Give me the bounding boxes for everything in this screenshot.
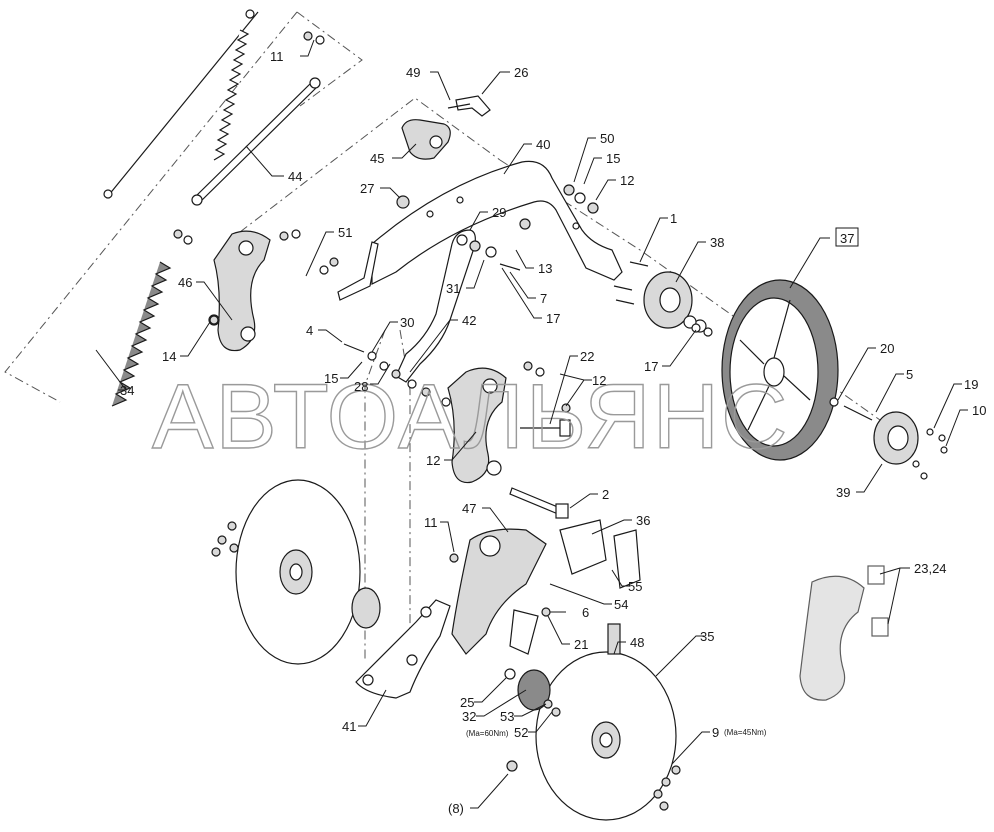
callout-6: 6: [582, 605, 589, 620]
bracket-46: [208, 230, 271, 352]
callout-19: 19: [964, 377, 978, 392]
callout-47: 47: [462, 501, 476, 516]
callout-31: 31: [446, 281, 460, 296]
callout-21: 21: [574, 637, 588, 652]
callout-30: 30: [400, 315, 414, 330]
callout-39: 39: [836, 485, 850, 500]
callout-42: 42: [462, 313, 476, 328]
callout-22: 22: [580, 349, 594, 364]
wheel-37: [721, 279, 839, 461]
callout-8: (8): [448, 801, 464, 816]
callout-13: 13: [538, 261, 552, 276]
disc-right-35: [517, 651, 677, 821]
bracket-center: [447, 367, 507, 484]
callout-11b: 11: [424, 515, 438, 530]
fasteners: [173, 31, 948, 811]
callout-48: 48: [630, 635, 644, 650]
plug-48: [607, 623, 621, 655]
callout-11: 11: [270, 49, 284, 64]
callout-52: 52: [514, 725, 528, 740]
disc-left: [235, 479, 381, 665]
callout-29: 29: [492, 205, 506, 220]
frame-40: [337, 160, 623, 301]
callout-44: 44: [288, 169, 302, 184]
callout-5: 5: [906, 367, 913, 382]
callout-17b: 17: [644, 359, 658, 374]
callout-28: 28: [354, 379, 368, 394]
callout-4: 4: [306, 323, 313, 338]
callout-34: 34: [120, 383, 134, 398]
callout-7: 7: [540, 291, 547, 306]
callout-50: 50: [600, 131, 614, 146]
callout-26: 26: [514, 65, 528, 80]
coulter-assembly: [451, 519, 641, 655]
callout-1: 1: [670, 211, 677, 226]
bolt-22: [520, 419, 571, 437]
bolt-2: [509, 487, 569, 519]
callout-12c: 12: [426, 453, 440, 468]
callout-20: 20: [880, 341, 894, 356]
callout-35: 35: [700, 629, 714, 644]
arm-41: [355, 599, 451, 699]
adjuster-bracket-45: [401, 95, 491, 160]
callout-49: 49: [406, 65, 420, 80]
hub-38: [643, 271, 707, 333]
callout-37: 37: [840, 231, 854, 246]
leader-lines: [95, 39, 968, 809]
callout-12: 12: [620, 173, 634, 188]
callout-41: 41: [342, 719, 356, 734]
callout-10: 10: [972, 403, 986, 418]
callout-23-24: 23,24: [914, 561, 947, 576]
torque-note-52: (Ma=60Nm): [466, 729, 509, 738]
callout-9: 9: [712, 725, 719, 740]
hub-39: [843, 405, 919, 465]
callout-36: 36: [636, 513, 650, 528]
callout-15: 15: [606, 151, 620, 166]
callout-27: 27: [360, 181, 374, 196]
callout-37-box: [835, 227, 859, 247]
callout-15b: 15: [324, 371, 338, 386]
callout-53: 53: [500, 709, 514, 724]
torque-note-9: (Ma=45Nm): [724, 728, 767, 737]
callout-40: 40: [536, 137, 550, 152]
callout-25: 25: [460, 695, 474, 710]
callout-2: 2: [602, 487, 609, 502]
callout-54: 54: [614, 597, 628, 612]
callout-45: 45: [370, 151, 384, 166]
callout-38: 38: [710, 235, 724, 250]
watermark-text: АВТОАЛЬЯНС: [152, 366, 790, 468]
callout-17: 17: [546, 311, 560, 326]
callout-12b: 12: [592, 373, 606, 388]
rod-44: [191, 77, 321, 206]
callout-32: 32: [462, 709, 476, 724]
callout-55: 55: [628, 579, 642, 594]
callout-labels: 11 44 49 26 45 40 50 15 12 27 29 51 1 38…: [120, 49, 986, 816]
callout-46: 46: [178, 275, 192, 290]
bracket-23-24: [799, 565, 889, 701]
callout-14: 14: [162, 349, 176, 364]
callout-51: 51: [338, 225, 352, 240]
upper-spring: [103, 9, 259, 199]
